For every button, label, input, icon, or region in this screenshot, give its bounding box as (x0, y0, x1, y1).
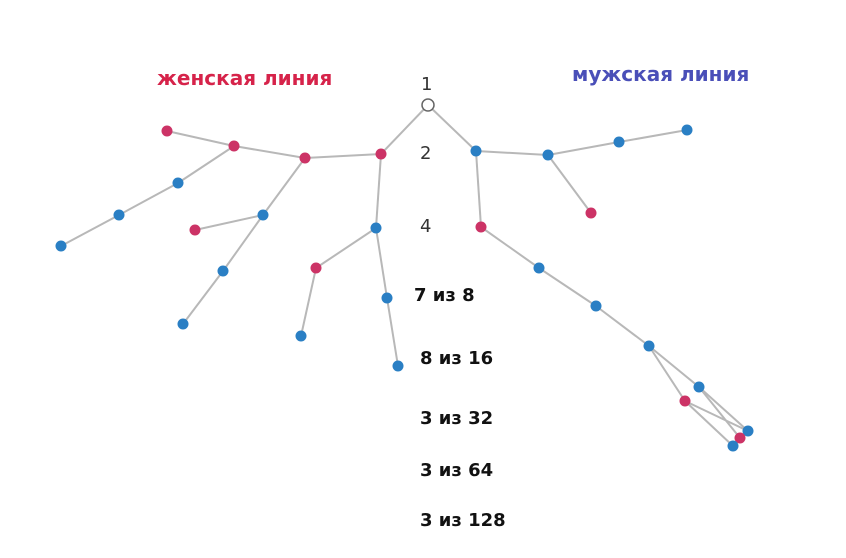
tree-edge (547, 141, 620, 156)
tree-edge (233, 145, 306, 159)
generation-label-1: 1 (421, 74, 433, 95)
tree-edge (684, 400, 749, 432)
tree-edge (315, 227, 377, 269)
tree-edge (380, 104, 429, 155)
male-ancestor-node (55, 240, 67, 252)
count-label-128: 3 из 128 (420, 510, 506, 531)
count-label-16: 8 из 16 (420, 348, 494, 369)
tree-edge (60, 214, 120, 247)
male-ancestor-node (693, 381, 705, 393)
male-ancestor-node (295, 330, 307, 342)
male-ancestor-node (381, 292, 393, 304)
count-label-8: 7 из 8 (414, 285, 475, 306)
generation-label-2: 2 (420, 143, 432, 164)
tree-edge (118, 182, 179, 216)
tree-edge (547, 154, 592, 214)
root-node (421, 98, 435, 112)
female-ancestor-node (475, 221, 487, 233)
male-ancestor-node (533, 262, 545, 274)
female-ancestor-node (189, 224, 201, 236)
tree-edge (375, 227, 388, 299)
female-line-title: женская линия (157, 66, 333, 90)
tree-edge (427, 104, 477, 152)
tree-edge (480, 226, 540, 269)
tree-edge (698, 386, 741, 439)
female-ancestor-node (585, 207, 597, 219)
male-ancestor-node (613, 136, 625, 148)
female-ancestor-node (734, 432, 746, 444)
male-line-title: мужская линия (572, 62, 750, 86)
male-ancestor-node (257, 209, 269, 221)
tree-edges (60, 104, 749, 447)
tree-edge (177, 145, 235, 184)
count-label-64: 3 из 64 (420, 460, 494, 481)
tree-edge (194, 214, 264, 231)
female-ancestor-node (228, 140, 240, 152)
tree-edge (300, 267, 317, 337)
male-ancestor-node (392, 360, 404, 372)
male-ancestor-node (742, 425, 754, 437)
male-ancestor-node (172, 177, 184, 189)
tree-edge (262, 157, 306, 216)
tree-edge (648, 345, 700, 388)
tree-edge (222, 214, 264, 272)
tree-edge (648, 345, 686, 402)
tree-edge (304, 153, 382, 159)
tree-edge (375, 153, 382, 229)
tree-edge (475, 150, 549, 156)
male-ancestor-node (217, 265, 229, 277)
tree-edge (475, 150, 482, 228)
male-ancestor-node (590, 300, 602, 312)
tree-edge (684, 400, 734, 447)
male-ancestor-node (470, 145, 482, 157)
female-ancestor-node (161, 125, 173, 137)
female-ancestor-node (299, 152, 311, 164)
tree-edge (166, 130, 235, 147)
male-ancestor-node (643, 340, 655, 352)
male-ancestor-node (113, 209, 125, 221)
count-label-32: 3 из 32 (420, 408, 494, 429)
tree-edge (538, 267, 597, 307)
tree-edge (182, 270, 224, 325)
tree-nodes (55, 98, 754, 452)
female-ancestor-node (375, 148, 387, 160)
tree-edge (386, 297, 399, 367)
male-ancestor-node (370, 222, 382, 234)
tree-edge (618, 129, 688, 143)
male-ancestor-node (177, 318, 189, 330)
male-ancestor-node (681, 124, 693, 136)
generation-label-4: 4 (420, 216, 432, 237)
female-ancestor-node (310, 262, 322, 274)
tree-edge (698, 386, 749, 432)
tree-edge (595, 305, 650, 347)
male-ancestor-node (542, 149, 554, 161)
male-ancestor-node (727, 440, 739, 452)
female-ancestor-node (679, 395, 691, 407)
